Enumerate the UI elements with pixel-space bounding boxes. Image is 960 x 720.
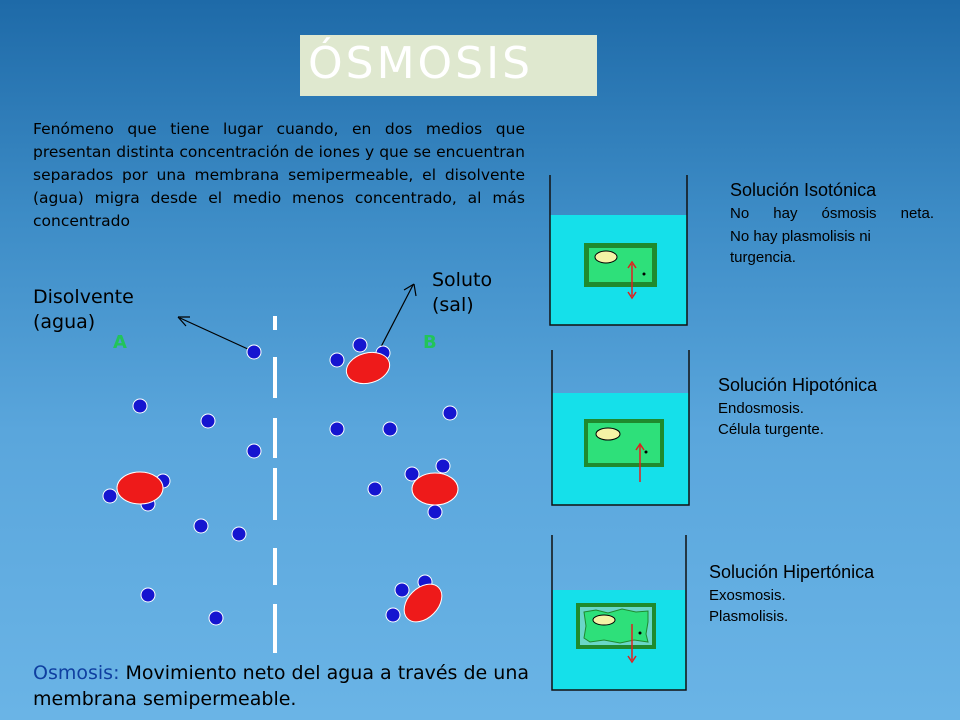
water-molecule bbox=[382, 421, 398, 437]
solution-title: Solución Hipotónica bbox=[718, 375, 878, 395]
solution-title: Solución Isotónica bbox=[730, 180, 877, 200]
shrunken-cytoplasm bbox=[583, 608, 649, 644]
water-molecule bbox=[208, 610, 224, 626]
page-title: ÓSMOSIS bbox=[308, 38, 533, 89]
solute-particle bbox=[116, 471, 164, 505]
disolvente-label: Disolvente (agua) bbox=[33, 285, 134, 335]
water-molecule bbox=[394, 582, 410, 598]
beaker-isotonic bbox=[549, 175, 688, 326]
solute-particle bbox=[411, 472, 459, 506]
water-molecules bbox=[102, 337, 458, 626]
water-molecule bbox=[231, 526, 247, 542]
solution-title: Solución Hipertónica bbox=[709, 562, 875, 582]
water-molecule bbox=[193, 518, 209, 534]
soluto-label: Soluto (sal) bbox=[432, 268, 492, 318]
solution-line: No hay ósmosis neta. bbox=[730, 205, 934, 222]
title-box bbox=[300, 35, 597, 96]
water-molecule bbox=[140, 587, 156, 603]
water-molecule bbox=[427, 504, 443, 520]
water-molecule bbox=[329, 352, 345, 368]
osmosis-definition: Osmosis: Movimiento neto del agua a trav… bbox=[33, 660, 553, 712]
water-molecule bbox=[435, 458, 451, 474]
solute-particles bbox=[116, 351, 459, 623]
water-molecule bbox=[102, 488, 118, 504]
disolvente-label-line1: Disolvente bbox=[33, 286, 134, 308]
disolvente-pointer bbox=[177, 316, 251, 351]
side-a-label: A bbox=[113, 332, 127, 353]
soluto-label-line1: Soluto bbox=[432, 269, 493, 291]
nucleus bbox=[644, 450, 648, 454]
water-molecule bbox=[404, 466, 420, 482]
solution-isotonic: Solución Isotónica No hay ósmosis neta. … bbox=[730, 180, 934, 268]
soluto-label-line2: (sal) bbox=[432, 294, 474, 316]
water-molecule bbox=[385, 607, 401, 623]
nucleus bbox=[642, 272, 646, 276]
water-molecule bbox=[246, 443, 262, 459]
disolvente-label-line2: (agua) bbox=[33, 311, 96, 333]
water-molecule bbox=[352, 337, 368, 353]
solute-particle bbox=[403, 583, 443, 623]
solution-hypotonic: Solución Hipotónica Endosmosis. Célula t… bbox=[718, 375, 938, 440]
water-molecule bbox=[132, 398, 148, 414]
cytoplasm bbox=[588, 423, 660, 463]
definition-term: Osmosis: bbox=[33, 662, 120, 684]
water-molecule bbox=[200, 413, 216, 429]
water-molecule bbox=[329, 421, 345, 437]
water-molecule bbox=[442, 405, 458, 421]
solution-line: No hay plasmolisis ni turgencia. bbox=[730, 228, 871, 266]
solution-hypertonic: Solución Hipertónica Exosmosis. Plasmoli… bbox=[709, 562, 939, 627]
vacuole bbox=[592, 614, 616, 626]
solution-line: Endosmosis. bbox=[718, 400, 804, 417]
solution-line: Exosmosis. bbox=[709, 587, 786, 604]
intro-text: Fenómeno que tiene lugar cuando, en dos … bbox=[33, 120, 525, 230]
solute-particle bbox=[345, 351, 391, 385]
definition-text: Movimiento neto del agua a través de una… bbox=[33, 662, 529, 710]
beaker-hypotonic bbox=[551, 350, 690, 506]
vacuole bbox=[594, 250, 618, 264]
vacuole bbox=[595, 427, 621, 441]
solution-line: Célula turgente. bbox=[718, 421, 824, 438]
water-molecule bbox=[246, 344, 262, 360]
solution-line: Plasmolisis. bbox=[709, 608, 789, 625]
side-b-label: B bbox=[423, 332, 437, 353]
water-molecule bbox=[367, 481, 383, 497]
beaker-hypertonic bbox=[551, 535, 687, 691]
nucleus bbox=[638, 631, 642, 635]
